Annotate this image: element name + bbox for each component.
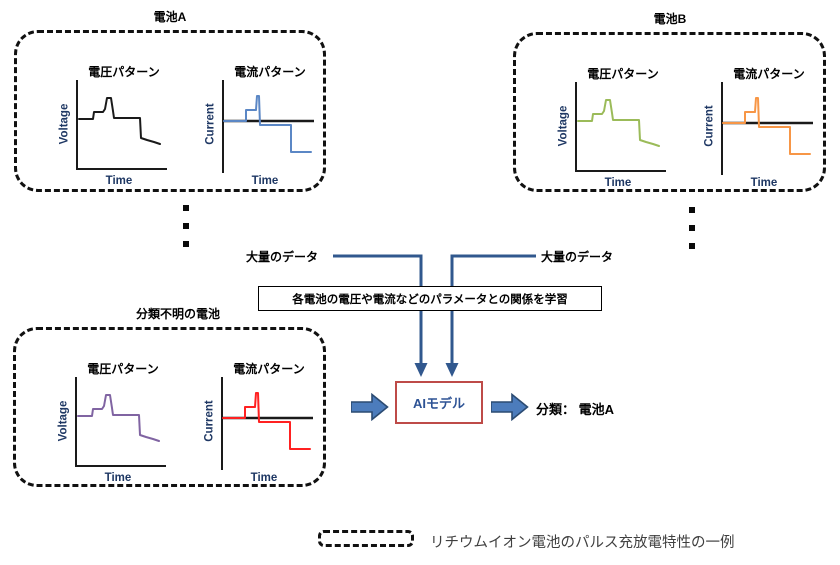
data-volume-label-left: 大量のデータ bbox=[246, 250, 319, 264]
chart-title: 電圧パターン bbox=[87, 362, 159, 376]
unknown-battery-box: 電圧パターン Voltage Time 電流パターン Current Time bbox=[13, 327, 326, 487]
battery-b-current-chart: 電流パターン Current Time bbox=[704, 59, 834, 193]
current-plot bbox=[222, 80, 314, 173]
x-axis-label: Time bbox=[105, 175, 133, 187]
voltage-plot bbox=[575, 82, 666, 172]
ellipsis-dot bbox=[689, 225, 695, 231]
chart-title: 電圧パターン bbox=[88, 65, 160, 79]
chart-title: 電流パターン bbox=[234, 65, 306, 79]
voltage-plot bbox=[75, 377, 166, 467]
battery-a-current-chart: 電流パターン Current Time bbox=[205, 57, 335, 191]
battery-a-voltage-chart: 電圧パターン Voltage Time bbox=[59, 57, 189, 191]
unknown-current-chart: 電流パターン Current Time bbox=[204, 354, 334, 488]
voltage-plot bbox=[76, 80, 167, 170]
learning-note-box: 各電池の電圧や電流などのパラメータとの関係を学習 bbox=[258, 286, 602, 311]
current-waveform bbox=[222, 392, 311, 450]
current-waveform bbox=[223, 95, 312, 153]
dashed-box-legend-swatch bbox=[318, 530, 414, 547]
ellipsis-dot bbox=[183, 241, 189, 247]
chart-title: 電流パターン bbox=[733, 67, 805, 81]
current-waveform bbox=[722, 97, 811, 155]
current-plot bbox=[221, 377, 313, 470]
ellipsis-dot bbox=[689, 243, 695, 249]
ai-model-box: AIモデル bbox=[395, 381, 483, 424]
chart-title: 電圧パターン bbox=[587, 67, 659, 81]
chart-title: 電流パターン bbox=[233, 362, 305, 376]
x-axis-label: Time bbox=[104, 472, 132, 484]
right-arrowhead-icon bbox=[445, 363, 459, 377]
data-volume-label-right: 大量のデータ bbox=[541, 250, 614, 264]
axes bbox=[75, 377, 166, 467]
unknown-voltage-chart: 電圧パターン Voltage Time bbox=[58, 354, 188, 488]
left-arrowhead-icon bbox=[414, 363, 428, 377]
current-plot bbox=[721, 82, 813, 175]
flow-arrow-right-icon bbox=[491, 393, 529, 421]
battery-b-label: 電池B bbox=[653, 12, 687, 26]
x-axis-label: Time bbox=[250, 472, 278, 484]
classification-result-label: 分類： 電池A bbox=[536, 402, 615, 417]
ellipsis-dot bbox=[183, 223, 189, 229]
battery-a-box: 電圧パターン Voltage Time 電流パターン Current Time bbox=[14, 30, 326, 192]
battery-b-box: 電圧パターン Voltage Time 電流パターン Current Time bbox=[513, 32, 826, 192]
x-axis-label: Time bbox=[750, 177, 778, 189]
ellipsis-dot bbox=[183, 205, 189, 211]
unknown-battery-label: 分類不明の電池 bbox=[135, 307, 220, 321]
axes bbox=[76, 80, 167, 170]
voltage-waveform bbox=[577, 99, 660, 147]
x-axis-label: Time bbox=[604, 177, 632, 189]
legend-text: リチウムイオン電池のパルス充放電特性の一例 bbox=[430, 535, 735, 551]
battery-a-label: 電池A bbox=[153, 10, 187, 24]
ellipsis-dot bbox=[689, 207, 695, 213]
axes bbox=[575, 82, 666, 172]
voltage-waveform bbox=[78, 97, 161, 145]
x-axis-label: Time bbox=[251, 175, 279, 187]
voltage-waveform bbox=[77, 394, 160, 442]
flow-arrow-right-icon bbox=[351, 393, 389, 421]
battery-b-voltage-chart: 電圧パターン Voltage Time bbox=[558, 59, 688, 193]
